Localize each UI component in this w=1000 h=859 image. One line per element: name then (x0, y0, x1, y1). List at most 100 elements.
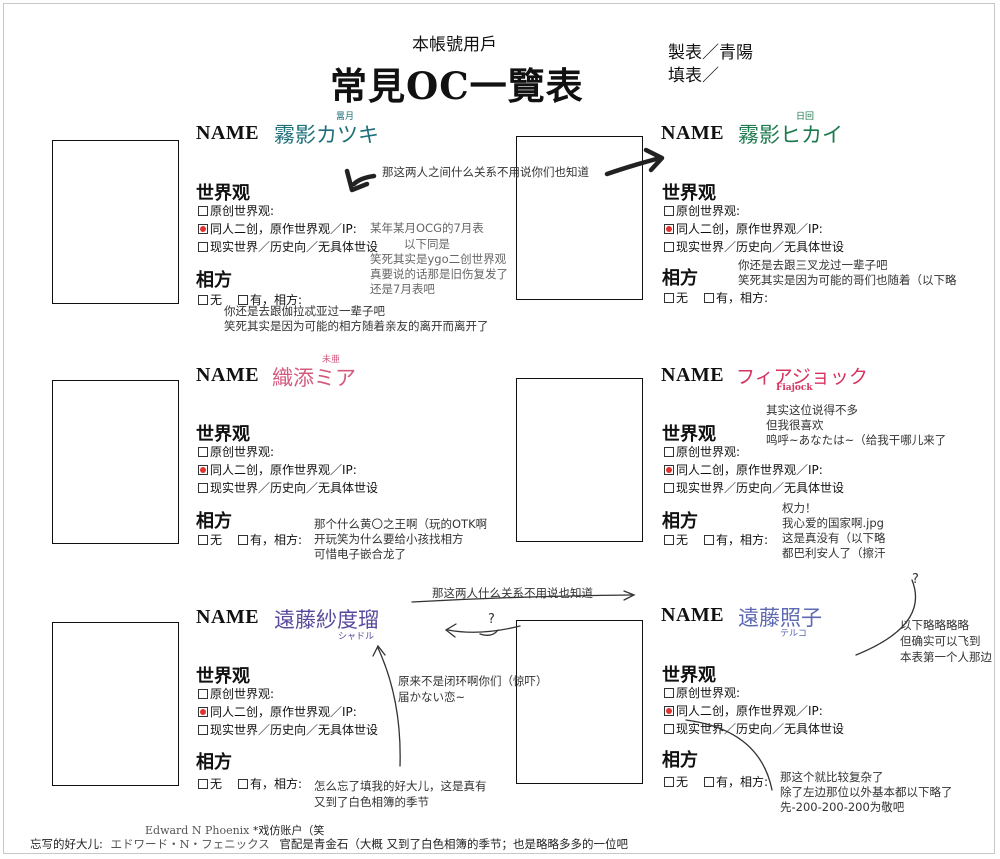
world-note-line: 原来不是闭环啊你们（惊吓） (398, 674, 548, 688)
partner-note-line: 开玩笑为什么要给小孩找相方 (314, 532, 464, 546)
character-name: 霧影カツキ (274, 123, 379, 147)
character-name: フィアジョック (736, 366, 868, 388)
option-label: 原创世界观: (676, 445, 741, 459)
option-original-world: 原创世界观: (198, 443, 274, 460)
footer-lead: 忘写的好大儿: (30, 837, 103, 851)
checkbox-icon (664, 777, 674, 787)
photo-box-3 (52, 380, 179, 544)
option-fan-work: 同人二创，原作世界观／IP: (198, 703, 357, 720)
option-label: 同人二创，原作世界观／IP: (676, 463, 823, 477)
partner-note-line: 这是真没有（以下略 (782, 531, 886, 545)
option-label: 原创世界观: (676, 204, 741, 218)
checkbox-icon (198, 535, 208, 545)
option-partner-has: 有，相方: (238, 291, 302, 308)
option-label: 原创世界观: (210, 204, 275, 218)
maker-block: 製表／青陽 填表／ (668, 42, 753, 88)
partner-note-line: 笑死其实是因为可能的哥们也随着（以下略 (738, 273, 957, 287)
option-fan-work: 同人二创，原作世界观／IP: (198, 220, 357, 237)
partner-note-line: 笑死其实是因为可能的相方随着亲友的离开而离开了 (224, 319, 489, 333)
footer-katakana: エドワード・N・フェニックス (110, 837, 270, 851)
header-title: 常見OC一覽表 (330, 64, 584, 108)
partner-note-line: 怎么忘了填我的好大儿，这是真有 (314, 779, 487, 793)
name-ruby: 日回 (796, 112, 815, 122)
fan-ip-note: 某年某月OCG的7月表 (370, 221, 484, 235)
option-label: 同人二创，原作世界观／IP: (676, 704, 823, 718)
partner-note-line: 权力！ (782, 501, 817, 515)
option-label: 无 (676, 775, 689, 789)
option-label: 同人二创，原作世界观／IP: (676, 222, 823, 236)
option-original-world: 原创世界观: (198, 202, 274, 219)
partner-note-line: 可惜电子嵌合龙了 (314, 547, 406, 561)
name-ruby: Fiajock (776, 383, 813, 393)
option-label: 有，相方: (250, 777, 303, 791)
name-label: NAME (196, 606, 260, 628)
side-note-line: 但确实可以飞到 (900, 634, 981, 648)
partner-note-line: 我心爱的国家啊.jpg (782, 516, 884, 530)
partner-note-line: 那个什么黄〇之王啊（玩的OTK啊 (314, 517, 488, 531)
option-label: 同人二创，原作世界观／IP: (210, 222, 357, 236)
world-note-line: 但我很喜欢 (766, 418, 824, 432)
option-partner-none: 无 (664, 531, 688, 548)
option-label: 有，相方: (250, 293, 303, 307)
option-original-world: 原创世界观: (664, 202, 740, 219)
option-label: 无 (676, 291, 689, 305)
option-label: 原创世界观: (210, 445, 275, 459)
option-real-world: 现实世界／历史向／无具体世设 (664, 238, 844, 255)
partner-note-line: 除了左边那位以外基本都以下略了 (780, 785, 953, 799)
footer-en-name: Edward N Phoenix (145, 824, 250, 837)
maker-line: 製表／青陽 (668, 43, 753, 63)
arrow-note-top: 那这两人之间什么关系不用说你们也知道 (382, 165, 589, 179)
option-label: 原创世界观: (676, 686, 741, 700)
footer-account-note: *戏仿账户（笑 (252, 824, 325, 837)
partner-heading: 相方 (662, 511, 698, 532)
option-partner-none: 无 (198, 531, 222, 548)
partner-heading: 相方 (196, 270, 232, 291)
option-real-world: 现实世界／历史向／无具体世设 (198, 479, 378, 496)
option-partner-has: 有，相方: (704, 773, 768, 790)
option-label: 有，相方: (250, 533, 303, 547)
checkbox-icon (664, 447, 674, 457)
checkbox-icon (704, 777, 714, 787)
checkbox-icon (664, 483, 674, 493)
option-label: 无 (210, 777, 223, 791)
name-ruby: シャドル (338, 632, 375, 642)
option-label: 有，相方: (716, 775, 769, 789)
option-real-world: 现实世界／历史向／无具体世设 (198, 721, 378, 738)
partner-note-line: 先-200-200-200为敬吧 (780, 800, 905, 814)
checkbox-icon (198, 779, 208, 789)
side-note-line: 还是7月表吧 (370, 282, 435, 296)
option-label: 现实世界／历史向／无具体世设 (676, 722, 845, 736)
name-label: NAME (196, 364, 260, 386)
option-label: 现实世界／历史向／无具体世设 (210, 240, 379, 254)
option-partner-none: 无 (664, 773, 688, 790)
worldview-heading: 世界观 (196, 183, 250, 204)
checkbox-icon (198, 483, 208, 493)
footer-en-line: Edward N Phoenix *戏仿账户（笑 (145, 822, 324, 838)
checkbox-icon (198, 242, 208, 252)
worldview-heading: 世界观 (196, 424, 250, 445)
name-label: NAME (196, 122, 260, 144)
worldview-heading: 世界观 (662, 183, 716, 204)
checkbox-icon (238, 779, 248, 789)
option-original-world: 原创世界观: (664, 684, 740, 701)
option-label: 现实世界／历史向／无具体世设 (210, 481, 379, 495)
checked-checkbox-icon (198, 224, 208, 234)
footer-line: Edward N Phoenix *戏仿账户（笑 忘写的好大儿: エドワード・N… (30, 824, 628, 852)
partner-note-line: 那这个就比较复杂了 (780, 770, 884, 784)
world-note-line: 鸣呼~あなたは~（给我干哪儿来了 (766, 433, 947, 447)
partner-note-line: 都巴利安人了（擦汗 (782, 546, 886, 560)
option-original-world: 原创世界观: (198, 685, 274, 702)
checkbox-icon (704, 293, 714, 303)
side-note-line: 以下略略略略 (900, 618, 969, 632)
checkbox-icon (664, 688, 674, 698)
option-partner-has: 有，相方: (238, 775, 302, 792)
option-label: 有，相方: (716, 533, 769, 547)
partner-heading: 相方 (662, 268, 698, 289)
side-note-line: 真要说的话那是旧伤复发了 (370, 267, 508, 281)
checkbox-icon (704, 535, 714, 545)
checkbox-icon (198, 689, 208, 699)
checkbox-icon (664, 206, 674, 216)
partner-note-line: 你还是去跟三叉龙过一辈子吧 (738, 258, 888, 272)
option-partner-none: 无 (198, 775, 222, 792)
